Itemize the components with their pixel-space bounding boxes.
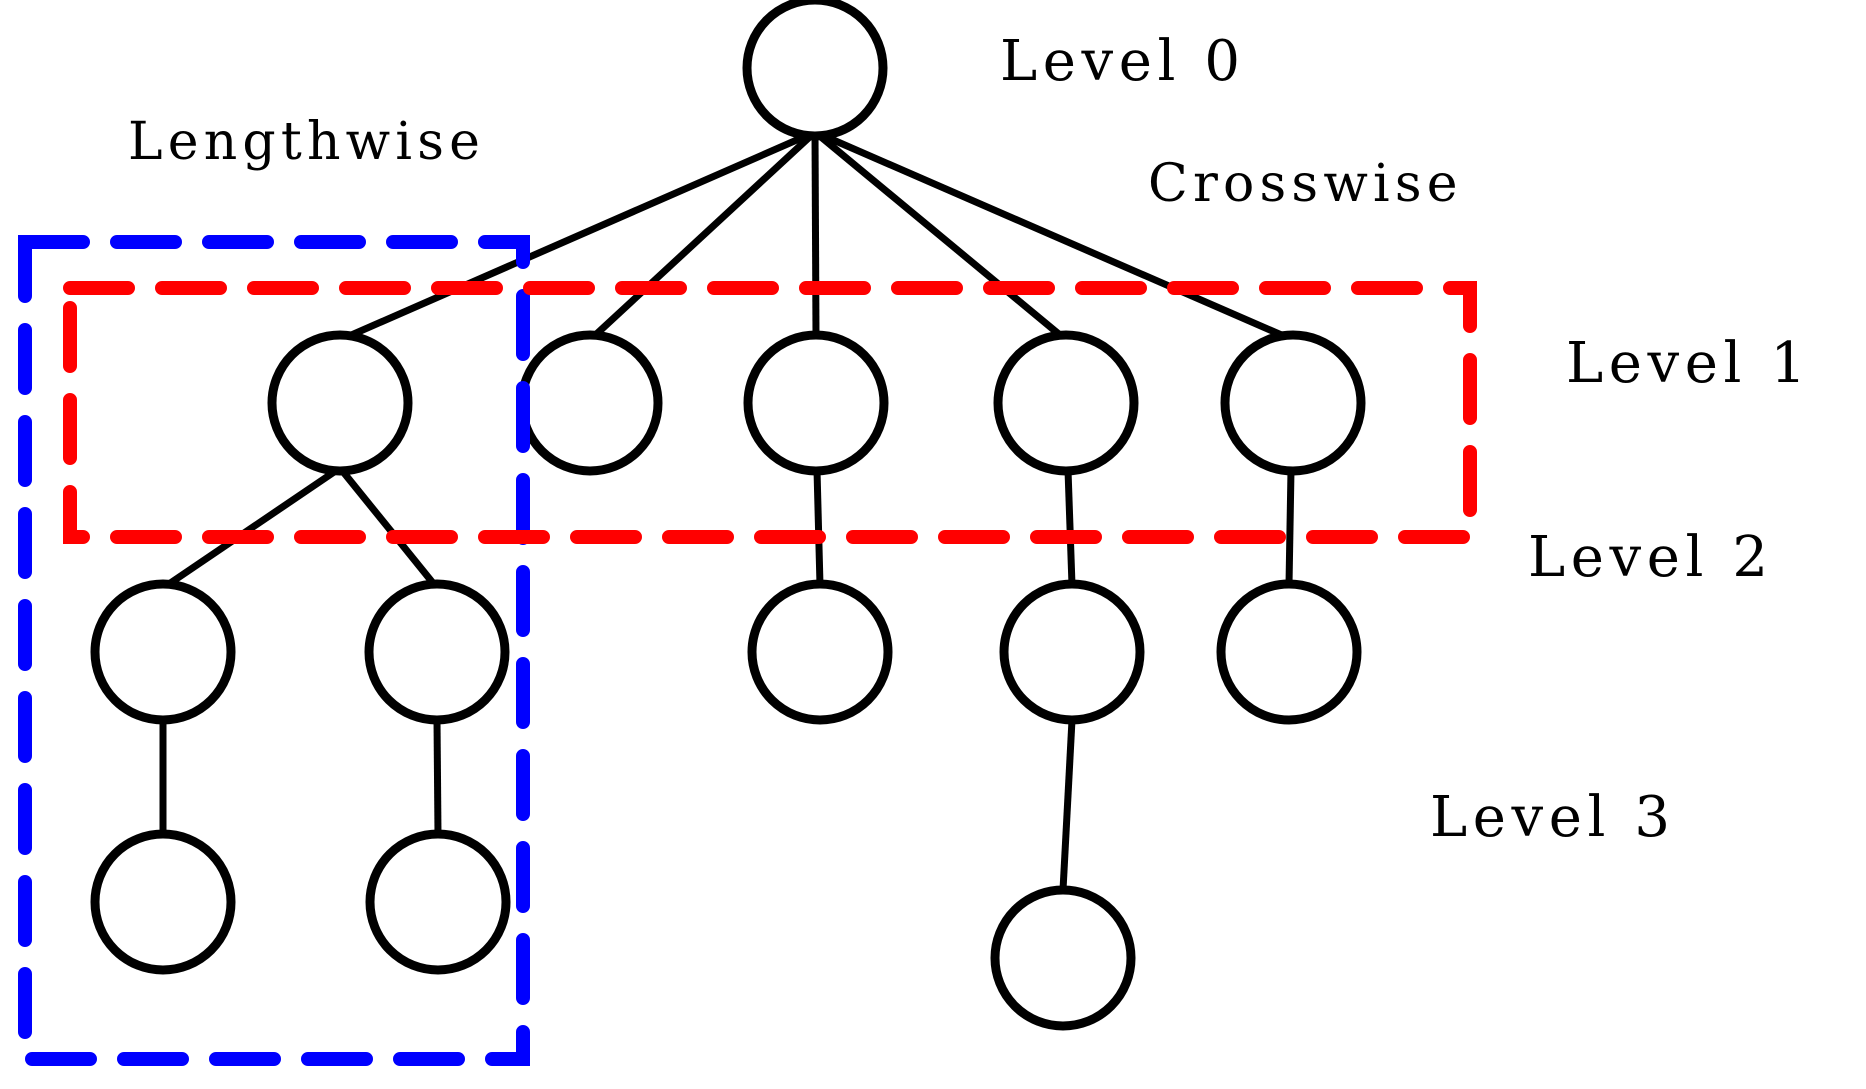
- node-level3-1[interactable]: [90, 829, 236, 975]
- crosswise-label: Crosswise: [1148, 154, 1463, 214]
- level-3-label: Level 3: [1430, 785, 1676, 850]
- node-level1-2[interactable]: [517, 330, 663, 476]
- edge-l2-4-to-l3-3: [1059, 719, 1076, 891]
- node-level1-1[interactable]: [267, 330, 413, 476]
- crosswise-region-box[interactable]: [63, 281, 1477, 544]
- edge-root-to-l1-4: [812, 129, 1069, 343]
- edge-l1-3-to-l2-3: [813, 469, 824, 586]
- edge-l1-1-to-l2-2: [337, 465, 440, 591]
- lengthwise-label: Lengthwise: [128, 112, 486, 172]
- node-level2-5[interactable]: [1216, 579, 1362, 725]
- node-level2-3[interactable]: [747, 579, 893, 725]
- node-level2-1[interactable]: [90, 579, 236, 725]
- node-level2-4[interactable]: [999, 579, 1145, 725]
- node-level1-3[interactable]: [743, 330, 889, 476]
- edge-root-to-l1-1: [338, 128, 817, 344]
- level-1-label: Level 1: [1566, 331, 1812, 396]
- level-0-label: Level 0: [1000, 29, 1246, 94]
- edge-l1-1-to-l2-1: [161, 465, 342, 591]
- tree-nodes: [90, 0, 1366, 1031]
- lengthwise-region-box[interactable]: [18, 235, 530, 1066]
- edge-root-to-l1-3: [811, 131, 820, 338]
- edge-l1-5-to-l2-5: [1285, 469, 1295, 586]
- region-boxes: [18, 235, 1477, 1066]
- tree-edges: [159, 128, 1295, 891]
- edge-root-to-l1-2: [587, 129, 818, 343]
- edge-l2-2-to-l3-2: [433, 719, 442, 836]
- node-level3-3[interactable]: [990, 885, 1136, 1031]
- node-level3-2[interactable]: [365, 829, 511, 975]
- node-level1-4[interactable]: [993, 330, 1139, 476]
- node-level2-2[interactable]: [364, 579, 510, 725]
- node-level0-1[interactable]: [742, 0, 888, 141]
- node-level1-5[interactable]: [1220, 330, 1366, 476]
- edge-l1-4-to-l2-4: [1064, 469, 1076, 586]
- level-2-label: Level 2: [1528, 525, 1774, 590]
- edge-root-to-l1-5: [813, 128, 1295, 344]
